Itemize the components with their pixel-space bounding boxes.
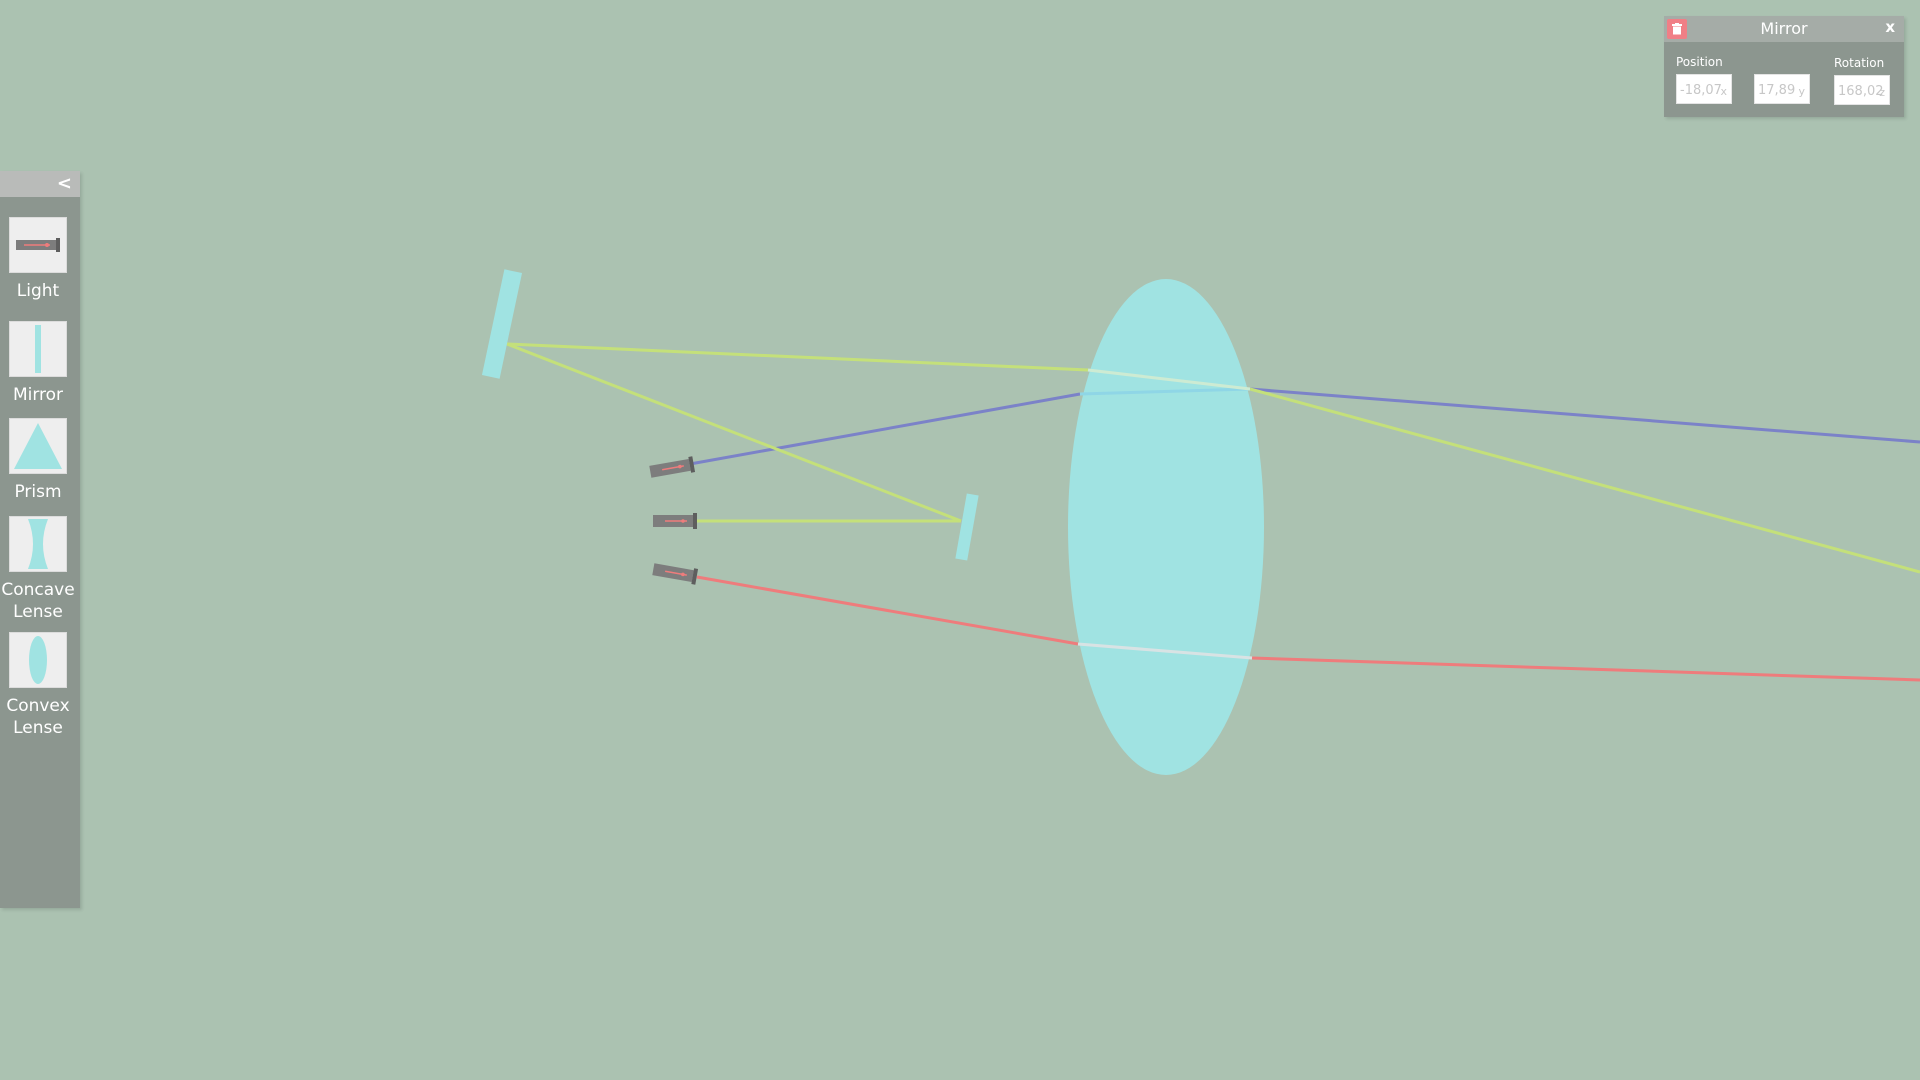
mirror-2[interactable] — [955, 493, 979, 561]
tool-convex-lens[interactable]: Convex Lense — [0, 632, 76, 739]
position-x-field[interactable]: -18,07 x — [1676, 74, 1732, 104]
red-ray — [696, 575, 1079, 646]
green-ray-reflect-2 — [506, 342, 1089, 372]
rotation-label: Rotation — [1834, 56, 1885, 70]
close-button[interactable]: x — [1885, 18, 1895, 36]
green-ray-reflect-1 — [506, 342, 962, 523]
mirror-1[interactable] — [481, 269, 523, 379]
laser-icon[interactable] — [9, 217, 67, 273]
blue-ray — [689, 392, 1081, 466]
position-y-value: 17,89 — [1758, 83, 1796, 98]
tool-light-label: Light — [16, 281, 60, 301]
light-source-1[interactable] — [649, 456, 696, 479]
red-ray-exit — [1251, 656, 1920, 682]
delete-button[interactable] — [1667, 19, 1687, 39]
position-x-value: -18,07 — [1680, 83, 1722, 98]
blue-ray-exit — [1249, 387, 1920, 444]
tool-prism-label: Prism — [14, 482, 62, 502]
light-source-2[interactable] — [653, 513, 697, 529]
convex-lens[interactable] — [1068, 279, 1264, 775]
light-source-3[interactable] — [652, 561, 699, 585]
tool-convex-lens-label: Convex Lense — [6, 696, 70, 738]
rotation-z-axis: z — [1879, 86, 1885, 99]
tool-mirror-label: Mirror — [12, 385, 64, 405]
rotation-z-field[interactable]: 168,02 z — [1834, 75, 1890, 105]
tool-mirror[interactable]: Mirror — [0, 321, 76, 406]
position-y-field[interactable]: 17,89 y — [1754, 74, 1810, 104]
convex-lens-icon[interactable] — [9, 632, 67, 688]
properties-panel: Mirror x Position Rotation -18,07 x 17,8… — [1664, 16, 1904, 117]
concave-lens-icon[interactable] — [9, 516, 67, 572]
properties-header: Mirror x — [1664, 16, 1904, 42]
tool-concave-lens[interactable]: Concave Lense — [0, 516, 76, 623]
toolbox-header: < — [0, 171, 80, 197]
tool-prism[interactable]: Prism — [0, 418, 76, 503]
position-x-axis: x — [1720, 85, 1727, 98]
tool-light[interactable]: Light — [0, 217, 76, 302]
toolbox-panel: < Light Mirror Prism — [0, 171, 80, 908]
position-label: Position — [1676, 55, 1723, 69]
rays-in-lens — [1077, 368, 1253, 660]
trash-icon — [1672, 23, 1682, 35]
green-ray-exit — [1249, 387, 1920, 574]
collapse-toolbox-button[interactable]: < — [56, 173, 72, 194]
rays — [506, 342, 1920, 682]
mirror-icon[interactable] — [9, 321, 67, 377]
prism-icon[interactable] — [9, 418, 67, 474]
tool-concave-lens-label: Concave Lense — [1, 580, 75, 622]
rotation-z-value: 168,02 — [1838, 84, 1884, 99]
properties-title: Mirror — [1760, 19, 1808, 38]
position-y-axis: y — [1798, 85, 1805, 98]
